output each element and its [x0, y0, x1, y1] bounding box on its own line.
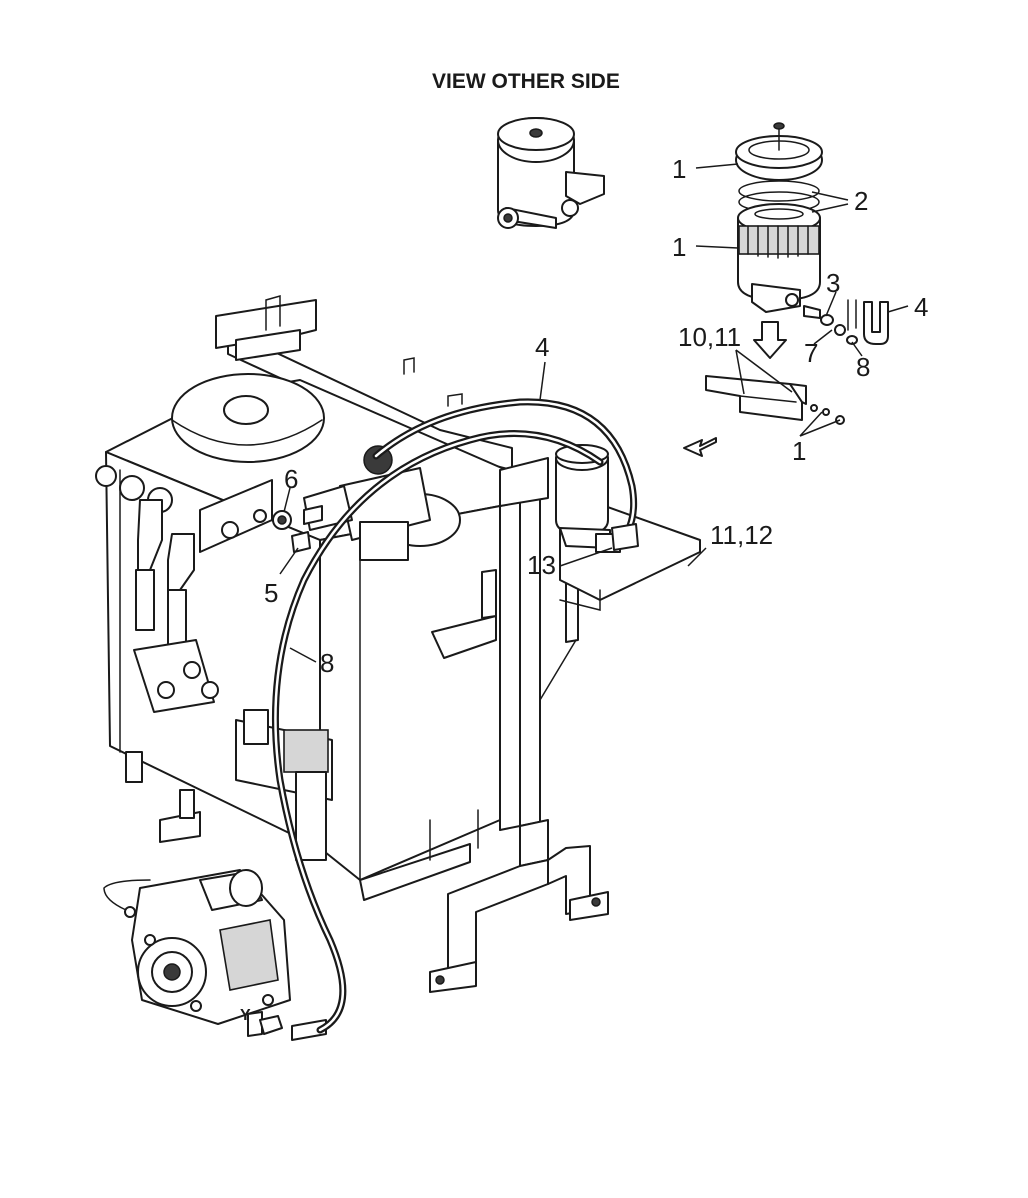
leader-lines: [279, 163, 909, 663]
direction-arrow: [683, 437, 717, 457]
hydraulic-tank: [95, 295, 521, 901]
callout-1-cap: 1: [672, 154, 686, 184]
callout-8-fitting: 8: [856, 352, 870, 382]
callout-1-bolts: 1: [792, 436, 806, 466]
callout-4-hose: 4: [535, 332, 549, 362]
callout-3-fitting: 3: [826, 268, 840, 298]
hydraulic-pump: [103, 869, 327, 1041]
callout-8-hose: 8: [320, 648, 334, 678]
fitting-5-6: [272, 505, 323, 553]
callout-10-11-bracket: 10,11: [678, 322, 741, 352]
hose-8: [271, 430, 604, 1034]
callout-4-tube: 4: [914, 292, 928, 322]
callout-13-filter: 13: [527, 550, 556, 580]
callout-5-fitting: 5: [264, 578, 278, 608]
other-side-reservoir: [497, 117, 605, 229]
mounted-filter: [555, 444, 621, 553]
hose-4: [372, 398, 639, 551]
callout-7-fitting: 7: [804, 338, 818, 368]
port-label-y: Y: [240, 1007, 251, 1024]
callout-11-12-bolts: 11,12: [710, 520, 773, 550]
callout-1-bowl: 1: [672, 232, 686, 262]
view-title: VIEW OTHER SIDE: [432, 70, 620, 93]
callout-2-seals: 2: [854, 186, 868, 216]
filter-assembly: [705, 122, 889, 425]
callout-6-fitting: 6: [284, 464, 298, 494]
